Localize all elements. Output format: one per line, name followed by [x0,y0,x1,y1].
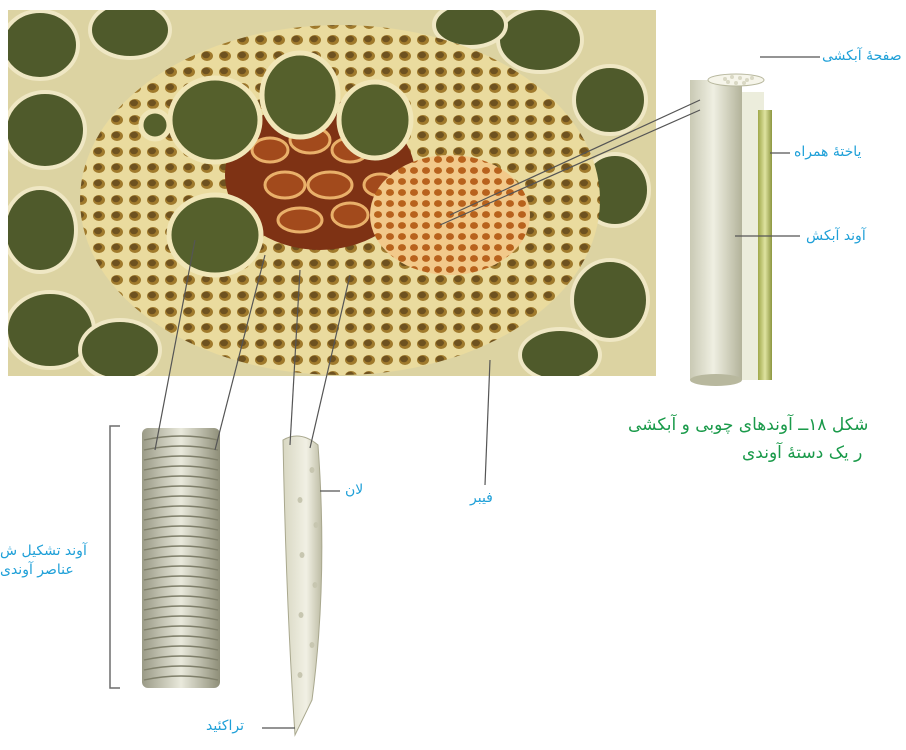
figure-caption-line2: ر یک دستهٔ آوندی [742,442,862,465]
tracheid-illustration [283,436,322,735]
label-vessel-line1: آوند تشکیل ش [0,543,87,560]
label-tracheid: تراکئید [206,718,244,735]
vessel-element-illustration [110,426,220,688]
label-companion-cell: یاختهٔ همراه [794,144,861,161]
label-sieve-tube: آوند آبکش [806,228,866,245]
micrograph [2,2,656,381]
sieve-tube-illustration [690,74,772,386]
label-fiber: فیبر [470,490,493,507]
label-sieve-plate: صفحهٔ آبکشی [822,48,902,65]
label-pit: لان [345,482,363,499]
figure-caption-line1: شکل ۱۸ــ آوندهای چوبی و آبکشی [628,414,868,437]
label-vessel-line2: عناصر آوندی [0,562,74,579]
